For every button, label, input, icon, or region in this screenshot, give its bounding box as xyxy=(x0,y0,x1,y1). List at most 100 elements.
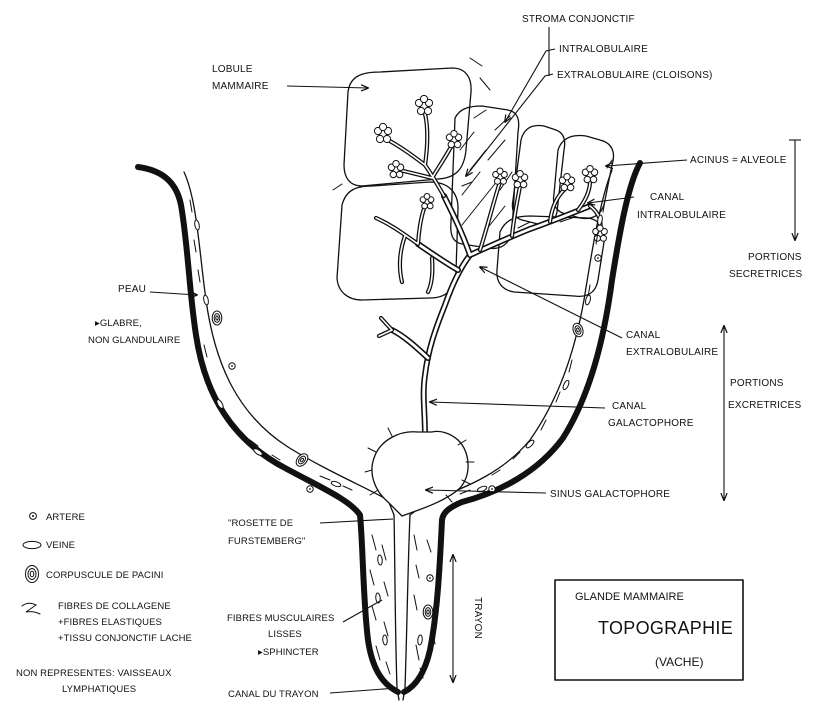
collagen-fibre-mark xyxy=(427,540,431,552)
canal-extralobulaire-pointer xyxy=(480,267,622,338)
teat-canal-right-wall xyxy=(405,515,410,688)
duct-tree xyxy=(374,95,607,436)
label-canal-extralobulaire-line1: CANAL xyxy=(626,330,661,341)
acinus xyxy=(567,184,573,190)
collagen-fibre-mark xyxy=(414,595,417,610)
legend-label-veine: VEINE xyxy=(46,540,75,551)
leader-lines xyxy=(150,27,801,693)
label-trayon: TRAYON xyxy=(472,597,483,639)
artery-center xyxy=(32,515,34,517)
title-line1: GLANDE MAMMAIRE xyxy=(575,591,684,603)
vein-oval xyxy=(331,480,342,488)
collagen-fibre-mark xyxy=(198,270,200,282)
collagen-fibre-mark xyxy=(386,662,390,674)
label-canal-du-trayon: CANAL DU TRAYON xyxy=(228,689,319,700)
acinus xyxy=(454,141,460,147)
label-portions-secretrices-line2: SECRETRICES xyxy=(729,269,802,280)
title-line3: (VACHE) xyxy=(655,655,703,669)
acinus-cluster xyxy=(582,165,597,182)
sinus-fold-line xyxy=(368,448,376,452)
acinus xyxy=(517,170,523,176)
acinus xyxy=(600,235,606,241)
collagen-fibre-mark xyxy=(190,200,192,212)
pacini-corpuscle xyxy=(423,605,433,619)
acinus xyxy=(422,203,428,209)
acinus xyxy=(448,141,454,147)
sinus-fold-line xyxy=(365,470,372,472)
label-canal-intralobulaire-line2: INTRALOBULAIRE xyxy=(637,210,726,221)
note-line1: NON REPRESENTES: VAISSEAUX xyxy=(16,668,172,679)
stroma-hatch-line xyxy=(480,78,490,90)
collagen-fibre-mark xyxy=(416,645,419,660)
acinus xyxy=(424,107,431,114)
pacini-outer xyxy=(294,452,310,469)
teat-canal xyxy=(394,515,410,700)
acinus xyxy=(427,203,433,209)
label-portions-secretrices-line1: PORTIONS xyxy=(748,252,802,263)
label-canal-galactophore-line1: CANAL xyxy=(612,401,647,412)
label-fibres-musculaires-line2: LISSES xyxy=(268,629,302,640)
artery xyxy=(307,486,313,492)
acinus-pointer xyxy=(606,160,687,166)
acinus xyxy=(561,184,567,190)
collagen-fibre-mark xyxy=(194,240,196,252)
label-portions-excretrices-line1: PORTIONS xyxy=(730,378,784,389)
pacini-corpuscle xyxy=(571,322,585,338)
artery xyxy=(427,575,433,581)
acinus-cluster xyxy=(374,123,391,142)
artery-center xyxy=(429,577,431,579)
vein-oval xyxy=(377,555,382,565)
stroma-hatch-line xyxy=(462,172,480,195)
pacini-inner xyxy=(30,571,34,577)
label-rosette-line2: FURSTEMBERG" xyxy=(228,536,305,547)
acinus-cluster xyxy=(446,130,461,147)
note-line2: LYMPHATIQUES xyxy=(62,684,136,695)
title-line2: TOPOGRAPHIE xyxy=(598,618,733,638)
collagen-fibre-mark xyxy=(372,606,376,620)
vein-oval-icon xyxy=(23,541,41,548)
acinus xyxy=(393,160,399,166)
legend-label-pacini: CORPUSCULE DE PACINI xyxy=(46,570,163,581)
artery-center xyxy=(231,365,233,367)
acinus xyxy=(494,178,500,184)
vein-oval xyxy=(203,295,209,306)
acinus-cluster xyxy=(493,168,508,184)
acinus-cluster xyxy=(420,194,434,209)
legend-label-fibres-line1: FIBRES DE COLLAGENE xyxy=(58,601,171,612)
collagen-fibre-mark xyxy=(382,545,386,560)
label-rosette-line1: "ROSETTE DE xyxy=(228,518,293,529)
label-canal-extralobulaire-line2: EXTRALOBULAIRE xyxy=(626,347,718,358)
acinus xyxy=(587,165,593,171)
acinus xyxy=(420,95,427,102)
legend-label-fibres-line2: +FIBRES ELASTIQUES xyxy=(58,617,162,628)
lobule-top xyxy=(344,68,471,186)
acinus xyxy=(383,135,390,142)
collagen-fibre-mark xyxy=(384,622,388,636)
legend: ARTERE VEINE CORPUSCULE DE PACINI FIBRES… xyxy=(16,512,192,695)
labels: STROMA CONJONCTIF INTRALOBULAIRE EXTRALO… xyxy=(88,14,802,700)
sinus-fold-line xyxy=(388,428,392,436)
label-intralobulaire: INTRALOBULAIRE xyxy=(559,44,648,55)
collagen-fibre-mark xyxy=(416,565,419,578)
label-sinus-galactophore: SINUS GALACTOPHORE xyxy=(550,489,670,500)
acinus xyxy=(564,173,570,179)
acinus-cluster xyxy=(388,160,403,177)
acinus xyxy=(396,171,402,177)
acinus xyxy=(497,168,503,174)
legend-item-veine: VEINE xyxy=(23,540,75,551)
acinus xyxy=(390,171,396,177)
label-fibres-musculaires-line1: FIBRES MUSCULAIRES xyxy=(227,613,334,624)
acinus xyxy=(500,178,506,184)
artery xyxy=(229,363,235,369)
skin xyxy=(138,163,640,692)
collagen-fibre-mark xyxy=(320,476,330,480)
stroma-hatch-line xyxy=(470,58,482,66)
left-skin-inner-line xyxy=(184,172,394,515)
acinus xyxy=(451,130,457,136)
acinus-cluster xyxy=(512,170,527,187)
acinus xyxy=(584,176,590,182)
artery-center xyxy=(597,257,599,259)
stroma-hatch-line xyxy=(462,205,478,225)
vein-oval xyxy=(194,220,200,231)
